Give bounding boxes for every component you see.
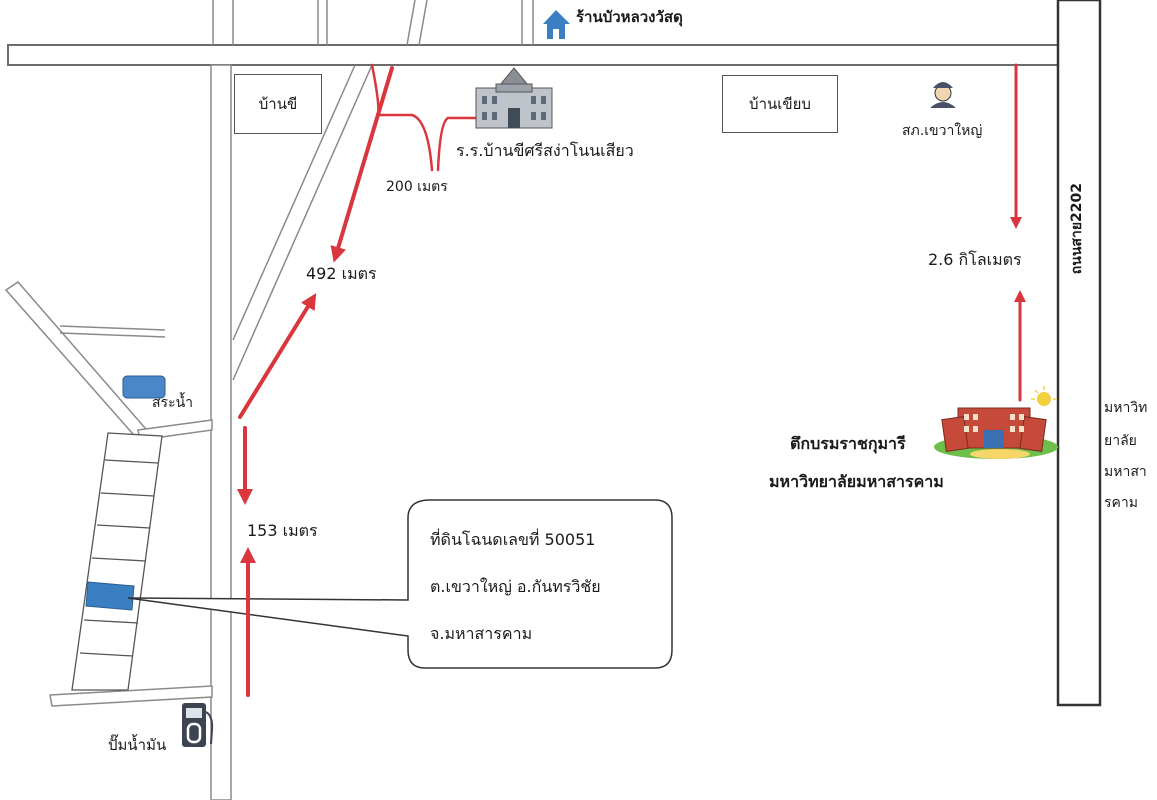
gas-station-label: ปั๊มน้ำมัน bbox=[108, 736, 167, 754]
police-icon bbox=[930, 82, 956, 108]
school-building-icon bbox=[475, 67, 553, 129]
callout-bubble bbox=[127, 499, 673, 669]
highway-2202-label: ถนนสาย2202 bbox=[1069, 183, 1085, 275]
route-lines bbox=[237, 63, 1026, 697]
ban-khi-label: บ้านขี bbox=[234, 74, 322, 134]
distance-153-label: 153 เมตร bbox=[247, 521, 318, 540]
university-side-line4: รคาม bbox=[1104, 495, 1138, 511]
university-side-line1: มหาวิท bbox=[1104, 400, 1148, 416]
top-side-roads bbox=[212, 0, 534, 46]
shop-label: ร้านบัวหลวงวัสดุ bbox=[576, 8, 683, 26]
police-label: สภ.เขวาใหญ่ bbox=[902, 123, 983, 139]
left-minor-roads bbox=[4, 281, 213, 707]
distance-492-label: 492 เมตร bbox=[306, 264, 377, 283]
callout-line1: ที่ดินโฉนดเลขที่ 50051 bbox=[430, 530, 596, 549]
gas-pump-icon bbox=[182, 703, 214, 747]
distance-2-6km-label: 2.6 กิโลเมตร bbox=[928, 250, 1022, 269]
building-label-line1: ตึกบรมราชกุมารี bbox=[790, 434, 906, 453]
school-label: ร.ร.บ้านขีศรีสง่าโนนเสียว bbox=[456, 141, 634, 160]
ban-khiap-label: บ้านเขียบ bbox=[722, 75, 838, 133]
university-side-line2: ยาลัย bbox=[1104, 433, 1137, 449]
vertical-road-left bbox=[210, 64, 232, 800]
callout-line2: ต.เขวาใหญ่ อ.กันทรวิชัย bbox=[430, 577, 601, 596]
building-label-line2: มหาวิทยาลัยมหาสารคาม bbox=[769, 472, 944, 491]
main-road-horizontal bbox=[7, 44, 1061, 66]
highway-2202 bbox=[1056, 0, 1102, 707]
distance-200-label: 200 เมตร bbox=[386, 179, 448, 195]
pond-icon bbox=[122, 375, 166, 399]
house-icon bbox=[543, 10, 570, 39]
callout-line3: จ.มหาสารคาม bbox=[430, 624, 533, 643]
pond-label: สระน้ำ bbox=[152, 395, 194, 411]
university-side-line3: มหาสา bbox=[1104, 464, 1147, 480]
diagonal-road bbox=[232, 64, 373, 381]
land-plot-50051 bbox=[85, 581, 135, 611]
university-building-icon bbox=[934, 386, 1058, 459]
land-strip bbox=[71, 432, 163, 691]
